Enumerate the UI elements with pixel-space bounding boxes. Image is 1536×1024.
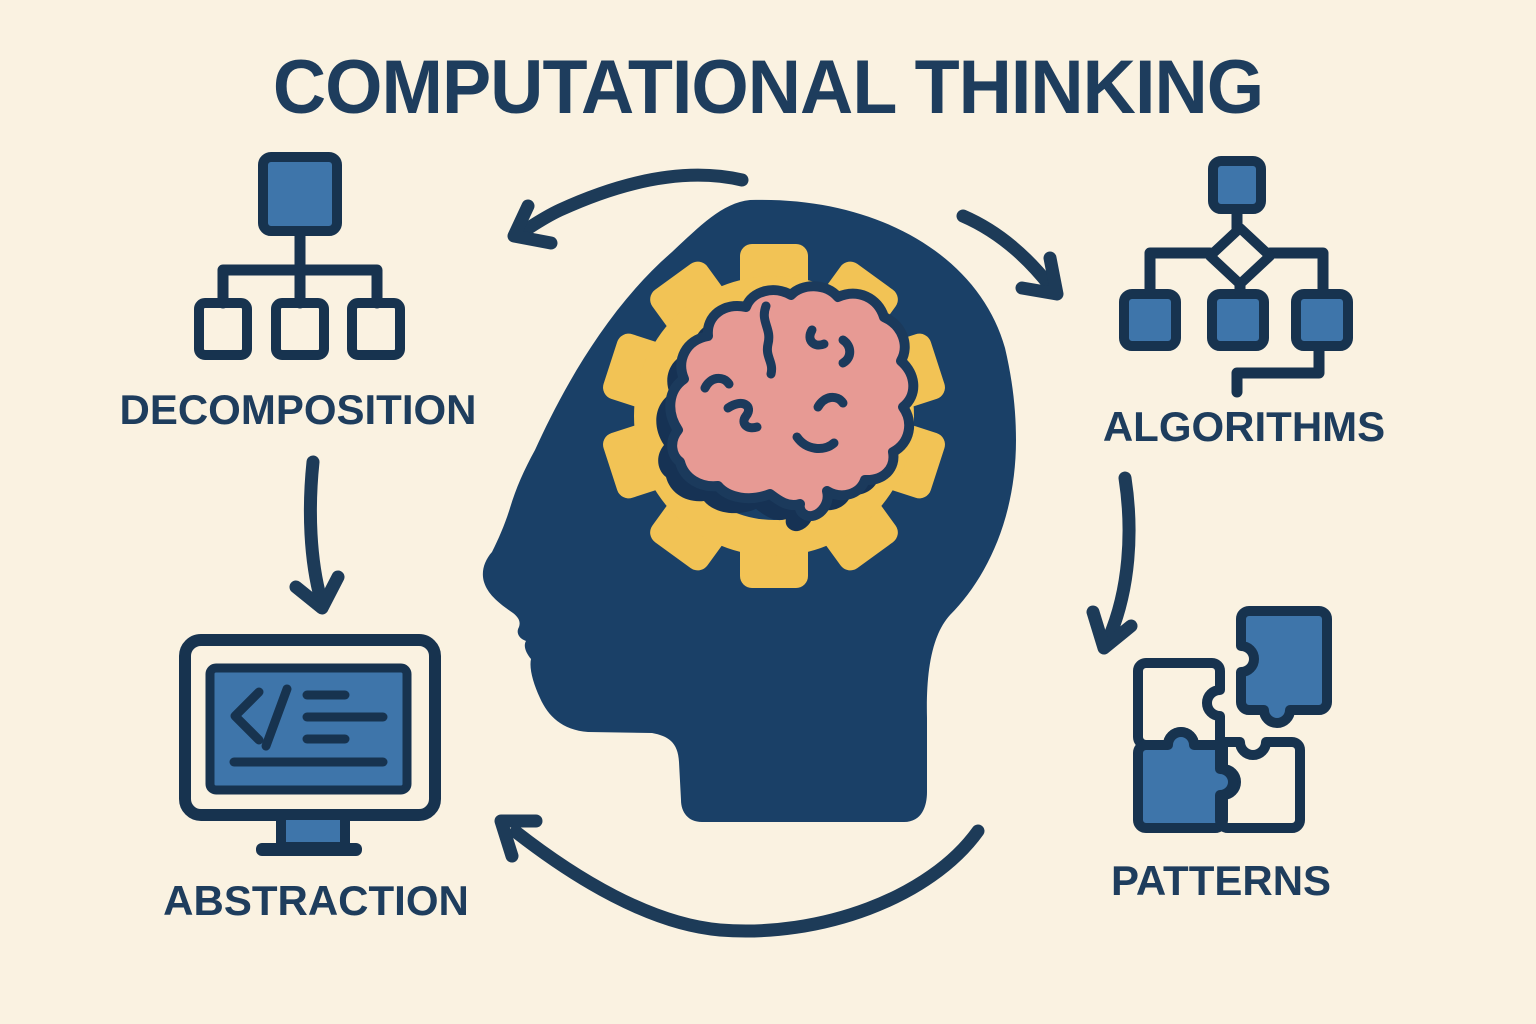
cycle-arrows xyxy=(289,168,1138,938)
monitor-stand xyxy=(276,810,350,852)
flowchart-start-node xyxy=(1208,156,1266,214)
puzzle-piece-outline-bottomright xyxy=(1215,737,1305,833)
tree-diagram-icon xyxy=(194,152,405,360)
arrow-head-to-decomposition xyxy=(507,168,749,250)
arrow-head-to-algorithms xyxy=(956,209,1064,301)
flowchart-node xyxy=(1207,289,1269,351)
code-slash xyxy=(261,684,292,751)
brain-fold-line xyxy=(792,432,839,453)
puzzle-piece-blue-detached xyxy=(1236,606,1332,728)
tree-child-node xyxy=(347,298,405,360)
code-angle-bracket xyxy=(230,687,264,745)
brain-fold-line xyxy=(700,373,734,393)
brain-fold-line xyxy=(723,399,762,433)
tree-connectors xyxy=(217,225,383,309)
label-patterns: PATTERNS xyxy=(1110,857,1332,904)
label-algorithms: ALGORITHMS xyxy=(1102,403,1386,450)
arrow-decomposition-to-abstraction xyxy=(289,455,345,615)
brain-fold-line xyxy=(805,325,829,350)
brain-fold-line xyxy=(838,335,855,368)
head-gear-brain-illustration xyxy=(482,199,1016,822)
monitor-code-icon xyxy=(179,634,441,856)
page-title: COMPUTATIONAL THINKING xyxy=(272,45,1264,130)
brain-fold-line xyxy=(759,301,777,379)
flowchart-decision-diamond xyxy=(1205,223,1275,289)
flowchart-connectors xyxy=(1144,203,1329,300)
arrow-algorithms-to-patterns xyxy=(1086,471,1138,655)
flowchart-node xyxy=(1291,289,1353,351)
tree-root-node xyxy=(258,152,342,236)
tree-child-node xyxy=(271,298,329,360)
flowchart-icon xyxy=(1119,156,1353,398)
monitor-screen xyxy=(205,663,412,795)
brain-fold-line xyxy=(813,392,848,412)
brain-icon xyxy=(656,281,919,532)
monitor-base xyxy=(256,843,362,856)
puzzle-pieces-icon xyxy=(1133,606,1332,833)
label-abstraction: ABSTRACTION xyxy=(163,877,469,924)
brain-body xyxy=(665,281,919,522)
tree-child-node xyxy=(194,298,252,360)
label-decomposition: DECOMPOSITION xyxy=(119,386,477,433)
arrow-patterns-to-abstraction xyxy=(494,814,985,938)
flowchart-tail xyxy=(1231,342,1325,398)
flowchart-node xyxy=(1119,289,1181,351)
